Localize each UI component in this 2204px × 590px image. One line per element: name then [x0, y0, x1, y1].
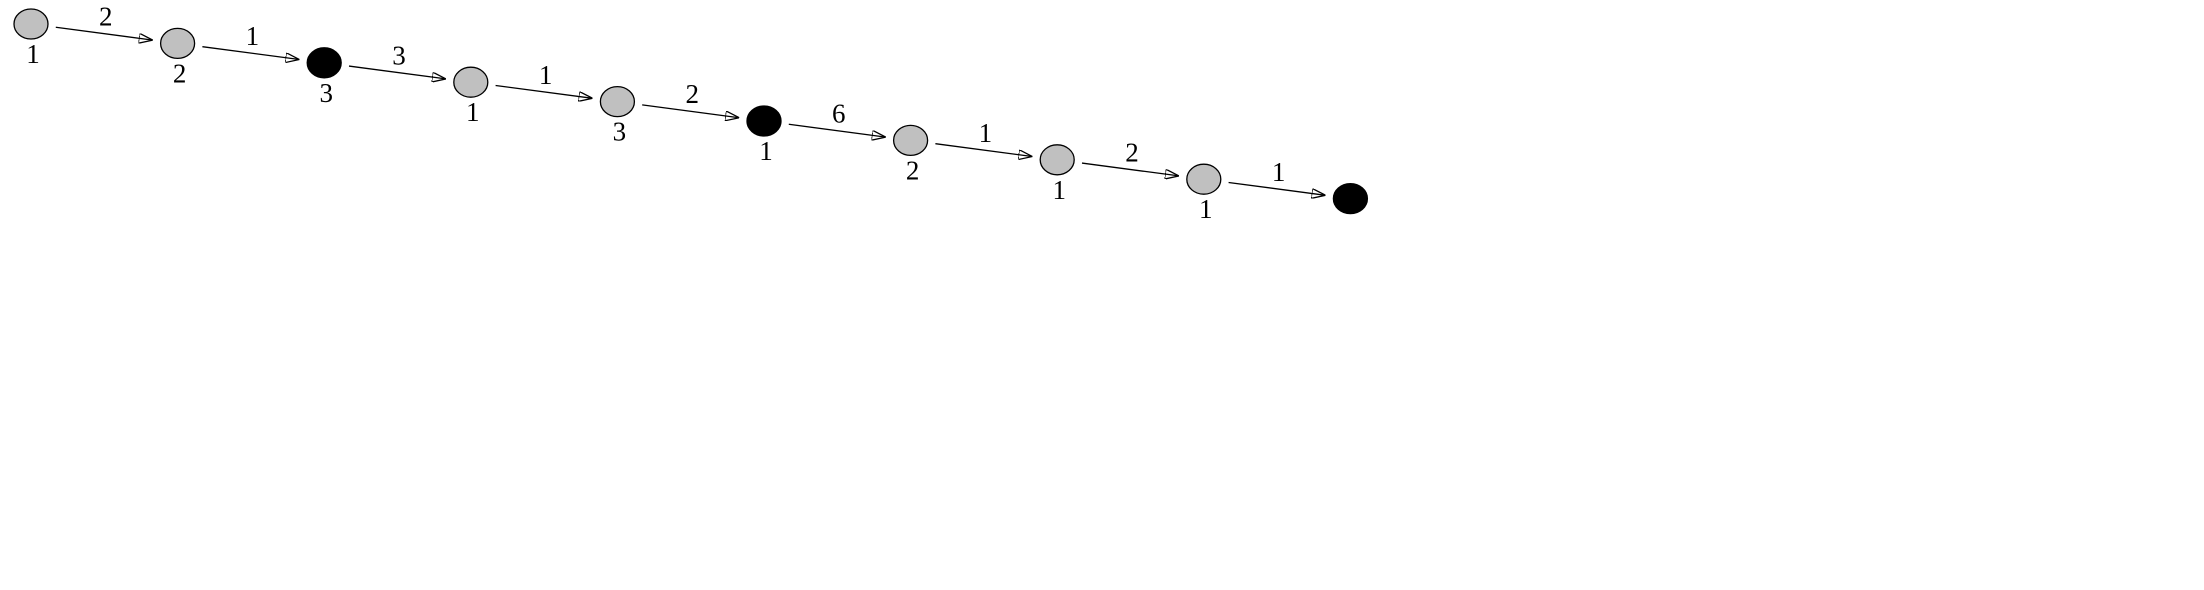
edge-arrow-2	[348, 65, 445, 79]
gray-node	[892, 124, 929, 157]
node-label: 1	[466, 97, 480, 127]
edge-weight-label: 2	[99, 2, 113, 32]
edge-weight-label: 1	[246, 21, 260, 51]
node-label: 1	[1052, 175, 1066, 205]
gray-node	[453, 66, 489, 98]
black-node	[1332, 182, 1369, 215]
edge-weight-label: 2	[685, 79, 699, 109]
gray-node	[1186, 163, 1222, 195]
node-label: 2	[173, 58, 187, 88]
gray-node	[599, 85, 636, 118]
edge-weight-label: 1	[979, 118, 993, 148]
edge-weight-label: 3	[392, 40, 406, 70]
node-label: 1	[759, 136, 773, 166]
edge-arrow-0	[55, 26, 152, 40]
gray-node	[159, 27, 196, 60]
node-label: 1	[1199, 194, 1213, 224]
edge-arrow-3	[495, 84, 592, 98]
gray-node	[1039, 144, 1075, 176]
edge-weight-label: 1	[1272, 157, 1286, 187]
node-label: 3	[613, 117, 627, 147]
edge-arrow-7	[1081, 162, 1178, 176]
black-node	[306, 47, 342, 79]
node-label: 2	[906, 155, 920, 185]
node-label: 1	[26, 39, 40, 69]
edge-arrow-8	[1228, 181, 1325, 195]
edge-arrow-1	[202, 46, 298, 60]
edges-layer: 2 1 3 1 2 6 1 2 1	[55, 2, 1325, 196]
node-label: 3	[319, 78, 333, 108]
edge-arrow-5	[788, 123, 885, 137]
edge-arrow-4	[642, 104, 738, 118]
nodes-layer: 1 2 3 1 3 1 2 1 1	[13, 8, 1369, 224]
gray-node	[13, 8, 49, 40]
edge-weight-label: 1	[539, 60, 553, 90]
black-node	[746, 105, 782, 137]
edge-weight-label: 2	[1125, 137, 1139, 167]
edge-weight-label: 6	[832, 99, 846, 129]
edge-arrow-6	[935, 143, 1031, 157]
